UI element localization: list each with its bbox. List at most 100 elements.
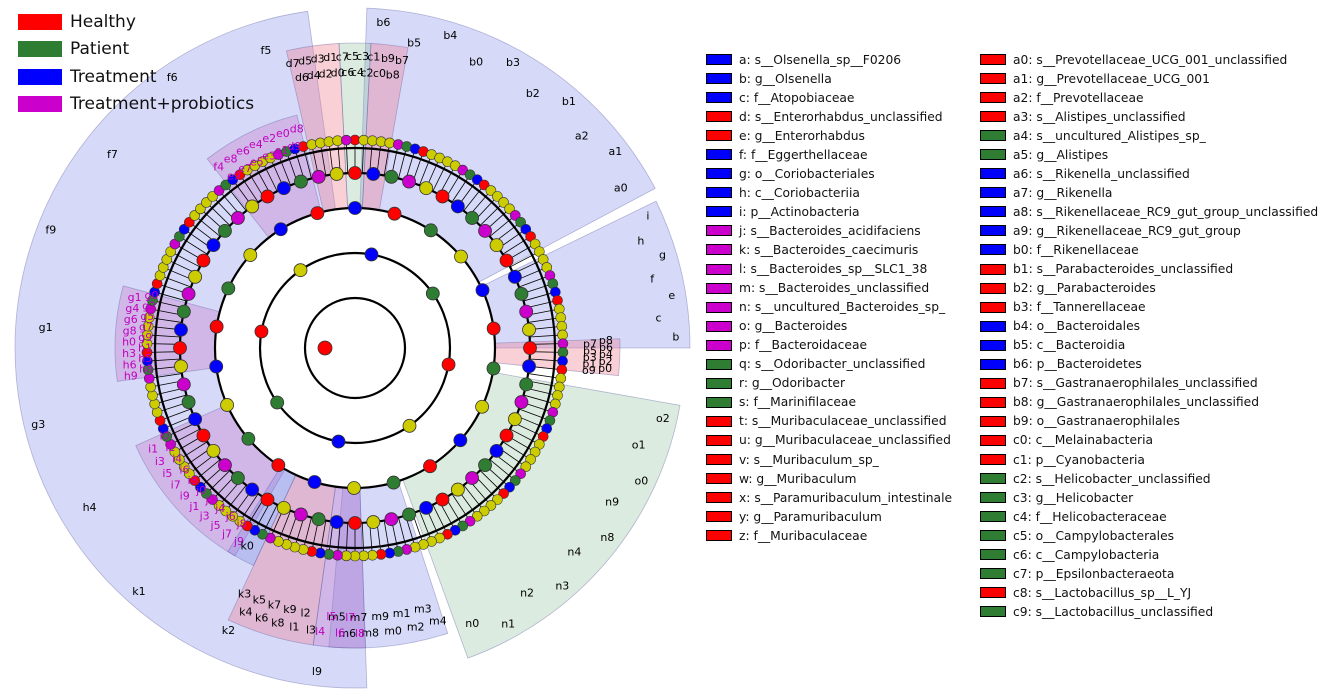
leaf-branch xyxy=(225,184,247,212)
clade-key-swatch xyxy=(980,530,1006,542)
leaf-branch xyxy=(419,154,432,186)
clade-label: o1 xyxy=(632,439,646,452)
clade-key-item: c: f__Atopobiaceae xyxy=(706,88,952,107)
family-node xyxy=(348,201,362,215)
clade-label: n8 xyxy=(600,531,614,544)
group-legend-item: Treatment xyxy=(18,63,254,91)
clade-key-label: l: s__Bacteroides_sp__SLC1_38 xyxy=(739,262,928,277)
clade-key-swatch xyxy=(980,168,1006,180)
clade-key-swatch xyxy=(980,130,1006,142)
clade-key-label: x: s__Paramuribaculum_intestinale xyxy=(739,490,953,505)
clade-label: j0 xyxy=(195,484,206,497)
clade-label: a1 xyxy=(608,145,622,158)
leaf-branch xyxy=(206,202,231,226)
clade-label: m7 xyxy=(350,611,368,624)
clade-label: e2 xyxy=(262,132,276,145)
clade-label: l3 xyxy=(306,624,316,637)
genus-node xyxy=(173,341,187,355)
family-node xyxy=(220,398,235,412)
clade-key-label: v: s__Muribaculum_sp_ xyxy=(739,452,879,467)
clade-key-label: q: s__Odoribacter_unclassified xyxy=(739,357,926,372)
group-swatch xyxy=(18,41,62,58)
genus-node xyxy=(329,515,344,529)
genus-node xyxy=(181,287,196,301)
order-node xyxy=(364,247,379,262)
clade-label: b8 xyxy=(386,69,400,82)
clade-key-item: z: f__Muribaculaceae xyxy=(706,526,952,545)
leaf-branch xyxy=(319,142,327,176)
leaf-branch xyxy=(361,522,365,556)
leaf-branch xyxy=(383,520,391,554)
family-node xyxy=(310,206,325,221)
clade-key-swatch xyxy=(706,282,732,294)
clade-label: d2 xyxy=(319,68,333,81)
leaf-branch xyxy=(170,428,201,445)
clade-key-swatch xyxy=(980,511,1006,523)
genus-node xyxy=(507,269,522,284)
clade-key-label: c2: s__Helicobacter_unclassified xyxy=(1013,471,1211,486)
genus-node xyxy=(188,269,203,284)
clade-label: k1 xyxy=(132,585,145,598)
clade-key-item: b9: o__Gastranaerophilales xyxy=(980,412,1318,431)
genus-node xyxy=(348,516,362,530)
leaf-branch xyxy=(509,428,540,445)
clade-label: g7 xyxy=(139,320,153,333)
clade-key-label: c5: o__Campylobacterales xyxy=(1013,528,1175,543)
genus-node xyxy=(519,304,534,319)
clade-key-item: f: f__Eggerthellaceae xyxy=(706,145,952,164)
clade-label: c7 xyxy=(336,50,349,63)
genus-node xyxy=(489,238,504,253)
clade-label: l4 xyxy=(315,625,325,638)
clade-label: d9 xyxy=(287,140,301,153)
clade-label: i4 xyxy=(172,453,182,466)
clade-key-item: q: s__Odoribacter_unclassified xyxy=(706,355,952,374)
clade-key-label: e: g__Enterorhabdus xyxy=(739,128,865,143)
clade-label: p5 xyxy=(583,344,597,357)
genus-node xyxy=(435,189,450,204)
family-node xyxy=(475,283,490,298)
leaf-branch xyxy=(432,504,448,535)
clade-label: p3 xyxy=(583,351,597,364)
genus-node xyxy=(294,507,308,522)
family-node xyxy=(273,222,288,237)
leaf-branch xyxy=(159,408,192,421)
clade-key-item: c9: s__Lactobacillus_unclassified xyxy=(980,602,1318,621)
leaf-branch xyxy=(319,520,327,554)
clade-label: g0 xyxy=(144,289,158,302)
clade-key-swatch xyxy=(706,187,732,199)
clade-key-swatch xyxy=(706,511,732,523)
order-node xyxy=(331,434,346,449)
clade-key-item: d: s__Enterorhabdus_unclassified xyxy=(706,107,952,126)
clade-key-item: a0: s__Prevotellaceae_UCG_001_unclassifi… xyxy=(980,50,1318,69)
family-node xyxy=(243,248,258,262)
clade-key-swatch xyxy=(706,358,732,370)
leaf-branch xyxy=(147,358,181,362)
genus-node xyxy=(218,224,232,238)
clade-label: b xyxy=(672,331,679,344)
genus-node xyxy=(478,458,492,472)
clade-label: d6 xyxy=(295,71,309,84)
genus-node xyxy=(329,167,344,181)
clade-label: d1 xyxy=(323,51,337,64)
group-swatch xyxy=(18,13,62,30)
leaf-branch xyxy=(302,146,312,179)
clade-key-swatch xyxy=(706,73,732,85)
genus-node xyxy=(402,174,416,189)
leaf-branch xyxy=(278,510,291,542)
clade-key-item: r: g__Odoribacter xyxy=(706,374,952,393)
clade-key-label: a0: s__Prevotellaceae_UCG_001_unclassifi… xyxy=(1013,52,1288,67)
clade-label: l5 xyxy=(326,610,336,623)
clade-label: o0 xyxy=(635,475,649,488)
genus-node xyxy=(507,412,522,427)
clade-label: f4 xyxy=(213,161,224,174)
clade-key-item: m: s__Bacteroides_unclassified xyxy=(706,279,952,298)
clade-key-label: a6: s__Rikenella_unclassified xyxy=(1013,166,1190,181)
clade-label: k6 xyxy=(255,611,268,624)
clade-key-swatch xyxy=(706,530,732,542)
clade-label: m3 xyxy=(414,602,432,615)
clade-label: l1 xyxy=(289,620,299,633)
clade-key-label: c7: p__Epsilonbacteraeota xyxy=(1013,566,1175,581)
clade-label: h6 xyxy=(123,358,137,371)
genus-node xyxy=(465,211,479,225)
